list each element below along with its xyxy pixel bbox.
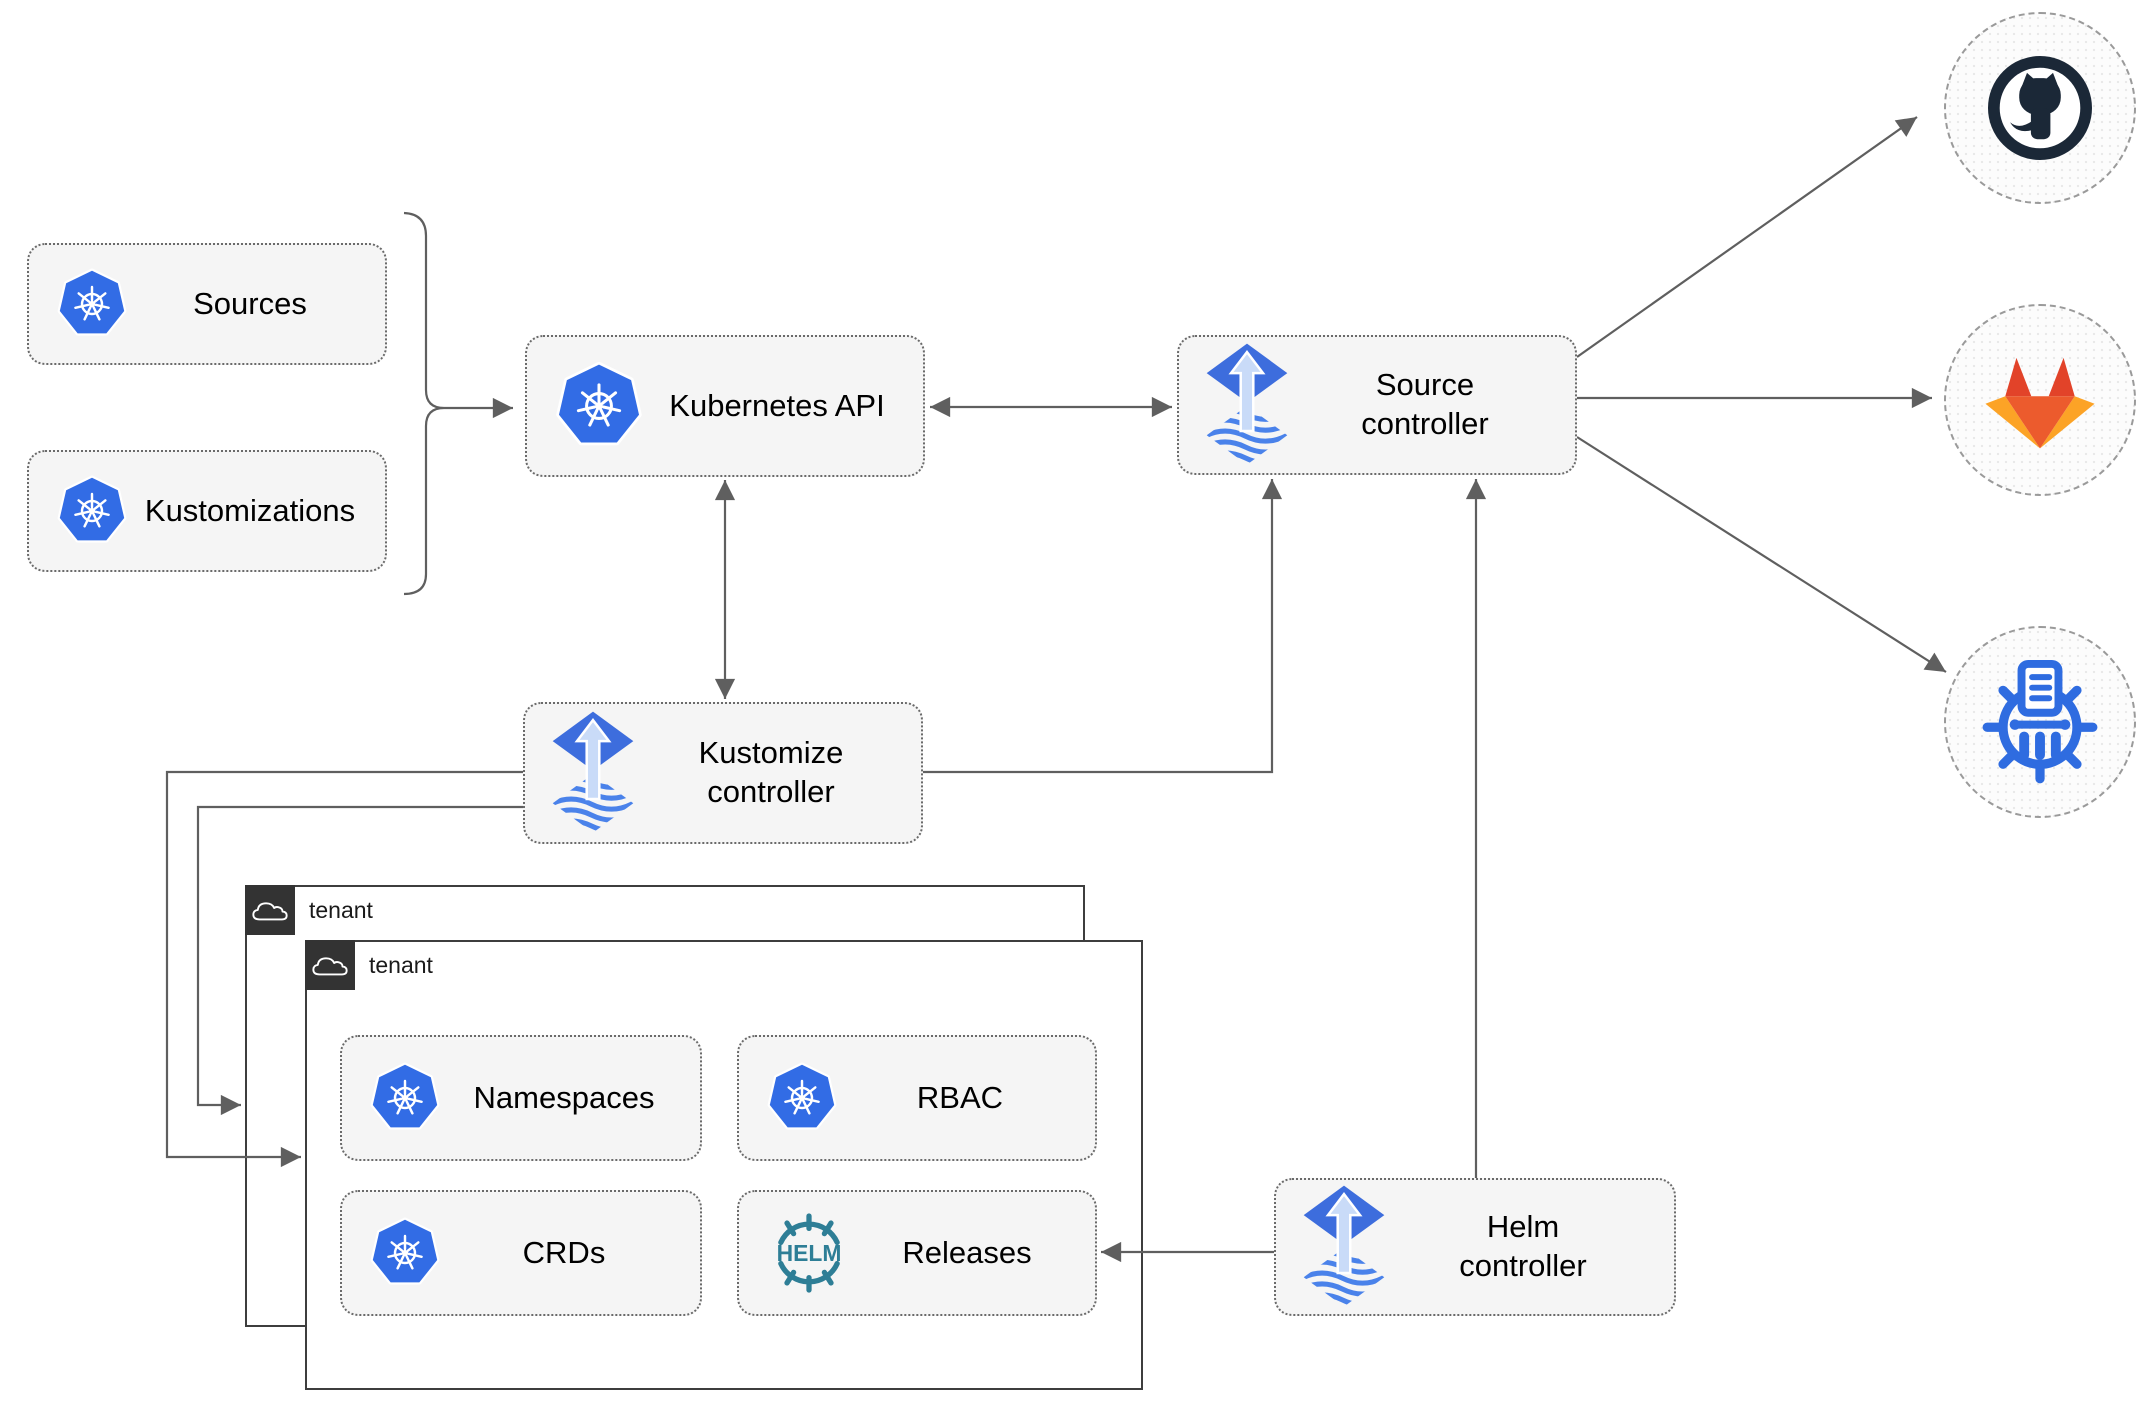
kubernetes-icon bbox=[553, 360, 645, 452]
kubernetes-icon bbox=[55, 474, 129, 548]
node-releases[interactable]: HELM Releases bbox=[737, 1190, 1097, 1316]
node-namespaces[interactable]: Namespaces bbox=[340, 1035, 702, 1161]
node-label: RBAC bbox=[916, 1079, 1004, 1115]
node-label: Helm controller bbox=[1459, 1209, 1587, 1283]
helm-icon: HELM bbox=[765, 1209, 853, 1297]
flux-icon bbox=[551, 710, 635, 836]
edge-source-controller-github bbox=[1576, 116, 1918, 358]
edge-kustomize-controller-source-controller bbox=[923, 479, 1283, 774]
external-gitlab[interactable] bbox=[1944, 304, 2136, 496]
node-label: Sources bbox=[193, 285, 307, 321]
node-kustomize-controller[interactable]: Kustomize controller bbox=[523, 702, 923, 844]
node-helm-controller[interactable]: Helm controller bbox=[1274, 1178, 1676, 1316]
node-source-controller[interactable]: Source controller bbox=[1177, 335, 1577, 475]
brace-sources-kustomizations bbox=[403, 211, 445, 596]
github-icon bbox=[1975, 43, 2105, 173]
node-kustomizations[interactable]: Kustomizations bbox=[27, 450, 387, 572]
node-label: Releases bbox=[902, 1234, 1032, 1270]
external-github[interactable] bbox=[1944, 12, 2136, 204]
node-label: Source controller bbox=[1361, 367, 1489, 441]
node-kubernetes-api[interactable]: Kubernetes API bbox=[525, 335, 925, 477]
cloud-icon bbox=[310, 951, 350, 980]
node-rbac[interactable]: RBAC bbox=[737, 1035, 1097, 1161]
node-sources[interactable]: Sources bbox=[27, 243, 387, 365]
kubernetes-icon bbox=[55, 267, 129, 341]
edge-source-controller-chartmuseum bbox=[1576, 436, 1947, 673]
node-label: Kustomize controller bbox=[698, 735, 844, 809]
kubernetes-icon bbox=[368, 1216, 442, 1290]
tenant-group-front: tenant bbox=[305, 940, 1143, 1390]
kubernetes-icon bbox=[765, 1061, 839, 1135]
node-label: Namespaces bbox=[473, 1079, 655, 1115]
kubernetes-icon bbox=[368, 1061, 442, 1135]
tenant-badge bbox=[305, 940, 355, 990]
external-chartmuseum[interactable] bbox=[1944, 626, 2136, 818]
node-label: CRDs bbox=[522, 1234, 606, 1270]
tenant-label: tenant bbox=[309, 897, 373, 923]
cloud-icon bbox=[250, 896, 290, 925]
svg-text:HELM: HELM bbox=[777, 1240, 842, 1266]
node-label: Kubernetes API bbox=[669, 387, 885, 423]
node-label: Kustomizations bbox=[144, 492, 356, 528]
chartmuseum-icon bbox=[1974, 656, 2106, 788]
node-crds[interactable]: CRDs bbox=[340, 1190, 702, 1316]
tenant-label: tenant bbox=[369, 952, 433, 978]
gitlab-icon bbox=[1978, 338, 2102, 462]
flux-icon bbox=[1205, 342, 1289, 468]
flux-icon bbox=[1302, 1184, 1386, 1310]
tenant-badge bbox=[245, 885, 295, 935]
